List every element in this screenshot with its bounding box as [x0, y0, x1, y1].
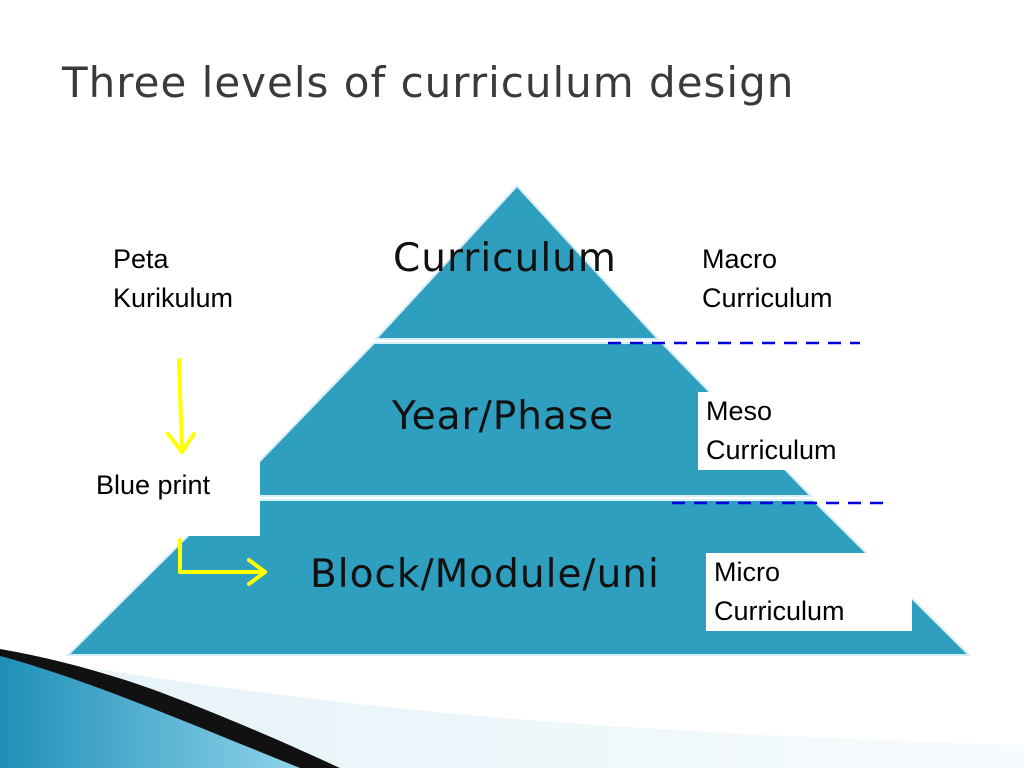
- macro-line2: Curriculum: [702, 283, 833, 313]
- down-arrow-icon: [166, 358, 196, 454]
- blueprint-text: Blue print: [96, 470, 211, 500]
- meso-line1: Meso: [706, 396, 773, 426]
- blueprint-label: Blue print: [88, 458, 260, 536]
- tier-label-year-phase: Year/Phase: [392, 394, 615, 439]
- peta-kurikulum-label: Peta Kurikulum: [113, 240, 233, 318]
- tier-label-curriculum: Curriculum: [393, 236, 617, 281]
- decorative-swoosh: [0, 649, 1024, 768]
- macro-line1: Macro: [702, 244, 778, 274]
- micro-line1: Micro: [714, 557, 780, 587]
- meso-curriculum-label: Meso Curriculum: [698, 392, 874, 470]
- peta-kurikulum-line2: Kurikulum: [113, 283, 234, 313]
- pyramid-tier-middle: [223, 342, 814, 497]
- micro-line2: Curriculum: [714, 596, 845, 626]
- right-arrow-icon: [178, 538, 267, 586]
- tier-label-block-module: Block/Module/uni: [310, 552, 660, 597]
- meso-line2: Curriculum: [706, 435, 837, 465]
- slide-title: Three levels of curriculum design: [62, 58, 795, 107]
- peta-kurikulum-line1: Peta: [113, 244, 169, 274]
- micro-curriculum-label: Micro Curriculum: [706, 553, 912, 631]
- pyramid-tier-top: [373, 184, 661, 340]
- macro-curriculum-label: Macro Curriculum: [702, 240, 833, 318]
